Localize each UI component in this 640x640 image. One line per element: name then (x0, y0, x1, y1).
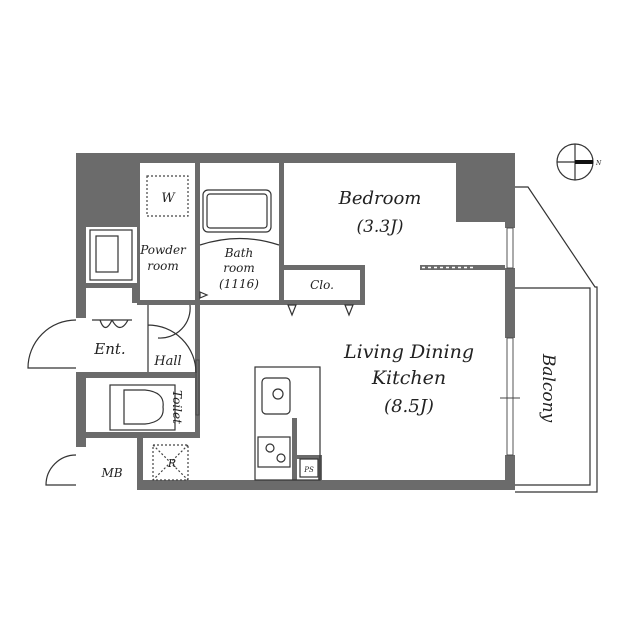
fixtures (89, 175, 321, 481)
balcony-label: Balcony (538, 353, 558, 423)
bedroom-label: Bedroom (338, 188, 422, 209)
doors (27, 291, 354, 486)
toilet-label: Toilet (170, 390, 184, 424)
fridge-label: R (167, 457, 176, 470)
north-arrow-icon: N (556, 143, 602, 181)
entrance-label: Ent. (93, 340, 125, 358)
powder-label-1: Powder (139, 243, 187, 257)
ldk-size: (8.5J) (384, 396, 434, 417)
ldk-label-2: Kitchen (371, 367, 446, 389)
walls (76, 153, 515, 490)
powder-label-2: room (147, 259, 179, 273)
windows (195, 227, 520, 456)
pipe-space-label: PS (303, 466, 314, 474)
balcony (515, 186, 598, 493)
room-labels: Bedroom (3.3J) Living Dining Kitchen (8.… (93, 188, 558, 480)
hall-label: Hall (153, 354, 181, 369)
closet-label: Clo. (310, 278, 334, 292)
washer-label: W (161, 191, 176, 206)
bath-label-2: room (223, 261, 255, 275)
bath-size: (1116) (219, 277, 259, 291)
bath-label-1: Bath (224, 246, 254, 260)
meter-box-label: MB (100, 466, 122, 480)
bedroom-size: (3.3J) (356, 217, 403, 237)
compass-label: N (595, 160, 602, 167)
ldk-label-1: Living Dining (343, 341, 474, 363)
